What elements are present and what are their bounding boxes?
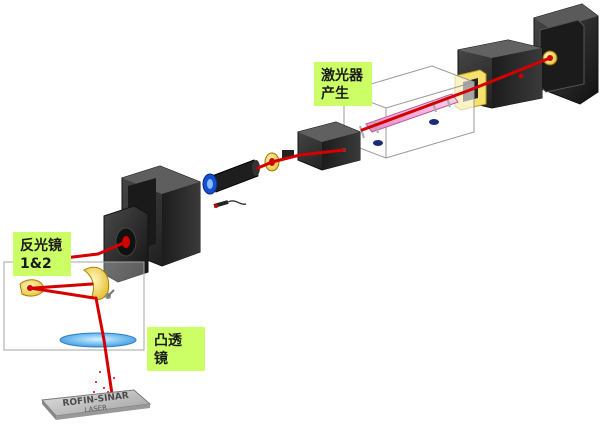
rear-end-housing (533, 3, 599, 105)
workpiece-icon: ROFIN-SINAR LASER (40, 389, 152, 420)
beam-expander-box (297, 121, 361, 171)
workpiece-subtext: LASER (84, 404, 108, 415)
mirror-label-line2: 1&2 (20, 256, 52, 272)
collimator-tube (202, 150, 294, 195)
laser-generator-label-line1: 激光器 (321, 68, 363, 84)
lens-label-line1: 凸透 (154, 333, 182, 349)
lens-label-line2: 镜 (154, 351, 168, 367)
mirror-label-line1: 反光镜 (20, 238, 62, 254)
lens-icon (59, 332, 137, 348)
lens-label: 凸透 镜 (147, 327, 205, 371)
sensor-cable (213, 200, 247, 208)
laser-generator-label-line2: 产生 (321, 86, 349, 102)
mirror-label: 反光镜 1&2 (13, 232, 71, 276)
laser-generator-label: 激光器 产生 (314, 62, 372, 106)
